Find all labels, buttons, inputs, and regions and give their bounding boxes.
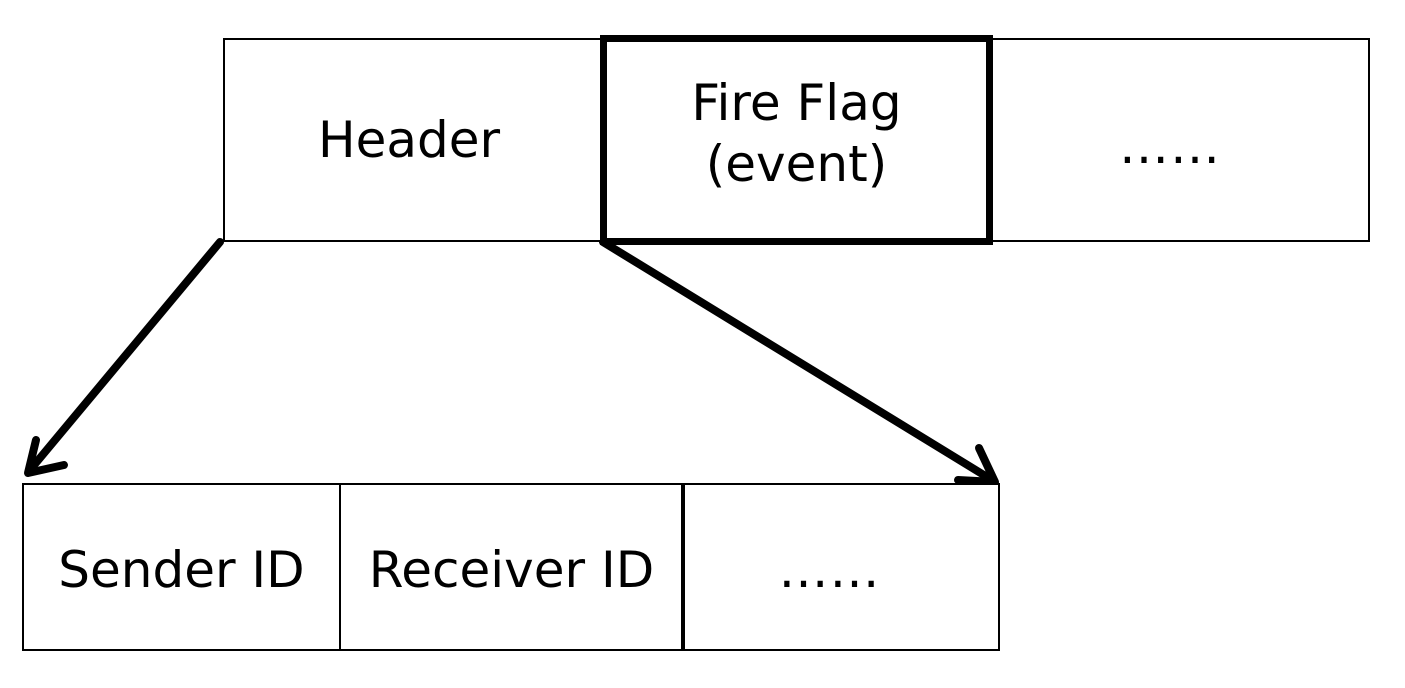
sender-id-label: Sender ID <box>58 540 305 599</box>
header-more-cell: …… <box>681 483 1000 651</box>
fire-flag-line2: (event) <box>705 135 888 193</box>
fire-flag-line1: Fire Flag <box>691 74 902 132</box>
arrow-left-head <box>24 436 68 477</box>
packet-header-label: Header <box>317 110 501 169</box>
packet-ellipsis: …… <box>1119 116 1221 175</box>
packet-header-cell: Header <box>223 38 607 242</box>
packet-more-cell: …… <box>990 38 1370 242</box>
receiver-id-label: Receiver ID <box>368 540 655 599</box>
fire-flag-cell: Fire Flag (event) <box>600 35 993 245</box>
arrow-right-shaft <box>599 238 996 484</box>
header-fields-ellipsis: …… <box>778 540 881 599</box>
sender-id-cell: Sender ID <box>22 483 341 651</box>
arrow-left-shaft <box>26 238 224 474</box>
fire-flag-text: Fire Flag (event) <box>691 73 901 195</box>
arrow-right-head <box>954 444 999 486</box>
receiver-id-cell: Receiver ID <box>339 483 684 651</box>
